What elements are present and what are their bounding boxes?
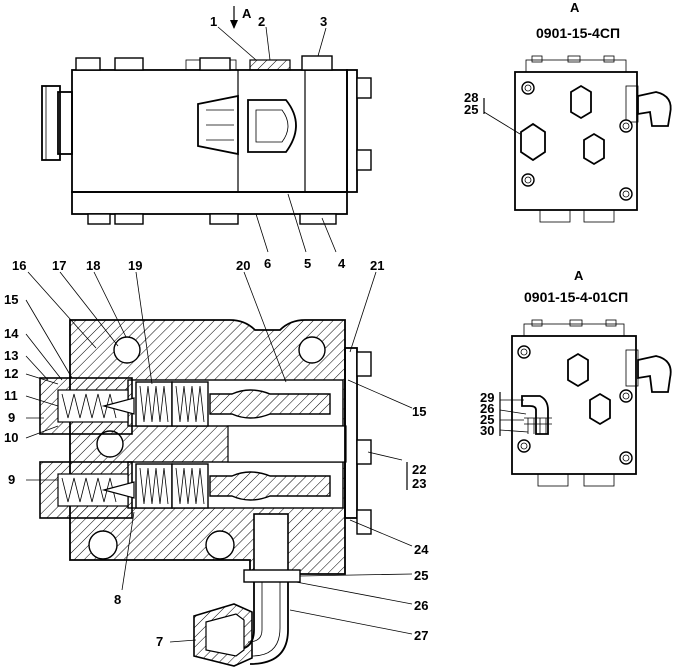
base-plate-top <box>71 191 348 215</box>
label-11: 11 <box>4 388 18 403</box>
panel-view-a-1: A 0901-15-4СП 28 25 <box>464 0 672 223</box>
mount-hole-2 <box>298 336 326 364</box>
top-bolt-3 <box>199 57 231 71</box>
panel1-elbow <box>637 91 672 127</box>
label-26: 26 <box>414 598 428 613</box>
pipe-flange <box>243 569 301 583</box>
top-view: A <box>41 6 372 271</box>
panel2-ref-25: 25 <box>480 412 494 427</box>
panel2-code: 0901-15-4-01СП <box>524 289 628 305</box>
panel2-ref-26: 26 <box>480 401 494 416</box>
label-17: 17 <box>52 258 66 273</box>
label-21: 21 <box>370 258 384 273</box>
panel2-elbow <box>637 355 672 393</box>
label-5: 5 <box>304 256 311 271</box>
panel1-nut-3 <box>520 122 546 162</box>
top-cover-2 <box>249 59 291 71</box>
label-19: 19 <box>128 258 142 273</box>
label-24: 24 <box>414 542 429 557</box>
top-bolt-4 <box>301 55 333 71</box>
panel2-ref-29: 29 <box>480 390 494 405</box>
top-bolt-2 <box>114 57 144 71</box>
top-bolt-1 <box>75 57 101 71</box>
left-plug <box>41 85 61 161</box>
panel-view-a-2: A 0901-15-4-01СП 29 26 <box>480 268 672 487</box>
label-9b: 9 <box>8 472 15 487</box>
panel2-nut-1 <box>567 352 589 388</box>
label-16: 16 <box>12 258 26 273</box>
label-6: 6 <box>264 256 271 271</box>
label-12: 12 <box>4 366 18 381</box>
bolt-right-1 <box>356 77 372 99</box>
panel2-view: A <box>574 268 584 283</box>
label-2: 2 <box>258 14 265 29</box>
panel2-fitting <box>521 395 549 435</box>
section-view: 16 17 18 19 20 21 15 14 13 12 11 9 10 9 … <box>4 258 429 667</box>
upper-spool <box>209 389 331 419</box>
panel1-ref-25: 25 <box>464 102 478 117</box>
label-27: 27 <box>414 628 428 643</box>
label-18: 18 <box>86 258 100 273</box>
label-20: 20 <box>236 258 250 273</box>
view-a-mark: A <box>242 6 252 21</box>
panel1-ref-28: 28 <box>464 90 478 105</box>
label-25: 25 <box>414 568 428 583</box>
mount-hole-1 <box>113 336 141 364</box>
label-9a: 9 <box>8 410 15 425</box>
elbow-top <box>247 99 297 153</box>
label-3: 3 <box>320 14 327 29</box>
fitting-top <box>197 94 239 156</box>
panel2-nut-2 <box>589 392 611 426</box>
panel2-ref-30: 30 <box>480 423 494 438</box>
mount-hole-3 <box>88 530 118 560</box>
label-7: 7 <box>156 634 163 649</box>
panel1-body <box>514 71 638 211</box>
label-15a: 15 <box>4 292 18 307</box>
label-15b: 15 <box>412 404 426 419</box>
panel1-nut-2 <box>583 132 605 166</box>
valve-body-top <box>71 69 348 193</box>
label-23: 23 <box>412 476 426 491</box>
label-10: 10 <box>4 430 18 445</box>
bolt-right-2 <box>356 149 372 171</box>
label-1: 1 <box>210 14 217 29</box>
lower-spool <box>209 471 331 501</box>
label-13: 13 <box>4 348 18 363</box>
label-8: 8 <box>114 592 121 607</box>
panel1-view: A <box>570 0 580 15</box>
label-14: 14 <box>4 326 19 341</box>
panel1-nut-1 <box>570 84 592 120</box>
label-22: 22 <box>412 462 426 477</box>
mount-hole-4 <box>205 530 235 560</box>
panel1-code: 0901-15-4СП <box>536 25 620 41</box>
label-4: 4 <box>338 256 346 271</box>
